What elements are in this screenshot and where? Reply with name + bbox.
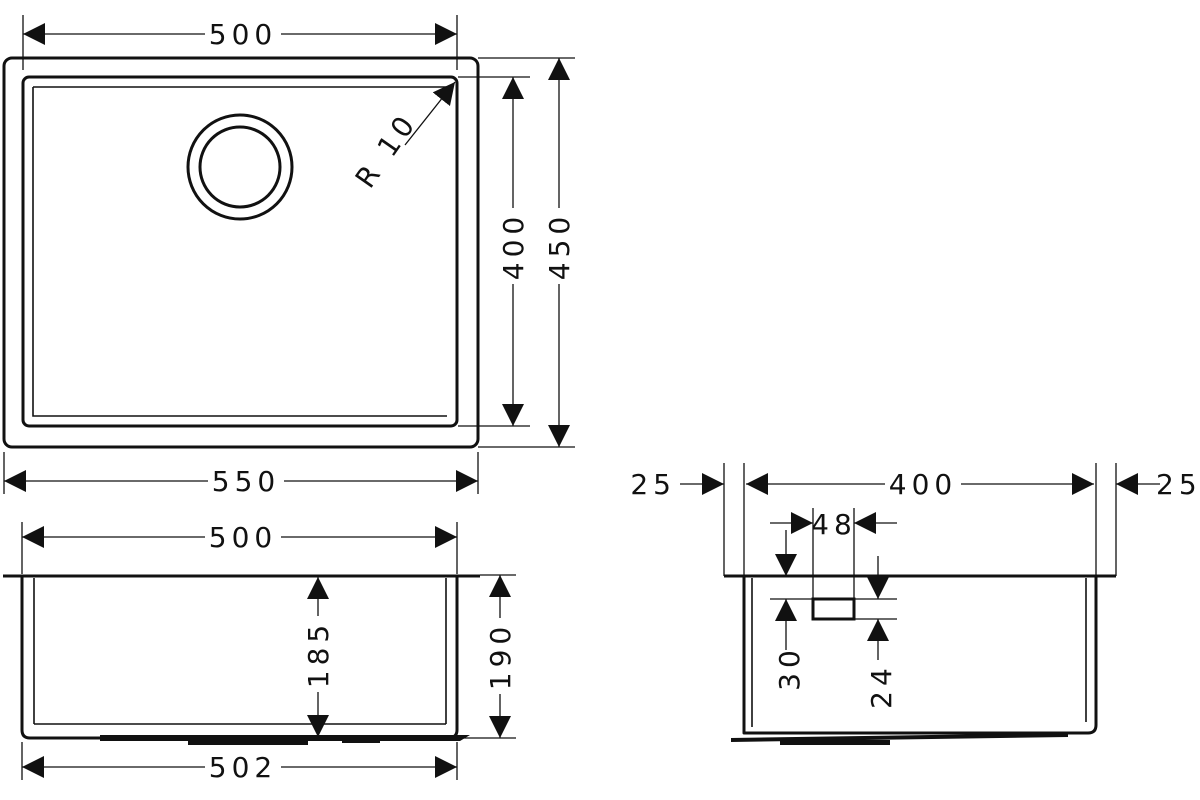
dim-label-height-outer: 190 bbox=[484, 622, 517, 690]
dim-label-width-inner: 500 bbox=[209, 18, 277, 51]
front-drain-foot bbox=[342, 739, 380, 743]
basin-inner-contour bbox=[32, 86, 447, 417]
overflow-slot-icon bbox=[811, 597, 856, 621]
side-drain-foot bbox=[780, 740, 890, 745]
side-basin-outline bbox=[742, 576, 1098, 735]
front-view: 500 502 185 190 bbox=[3, 521, 517, 784]
dim-label-depth-inner: 400 bbox=[497, 212, 530, 280]
basin-outline bbox=[21, 75, 459, 428]
dim-label-margin-left: 25 bbox=[630, 468, 676, 501]
front-basin-outline bbox=[20, 576, 459, 740]
side-base-foot bbox=[731, 733, 1068, 742]
dim-label-side-width: 400 bbox=[889, 468, 957, 501]
dim-label-margin-right: 25 bbox=[1156, 468, 1200, 501]
dim-label-overflow-offset: 30 bbox=[773, 645, 806, 691]
top-view: R 10 500 550 400 450 bbox=[2, 15, 576, 498]
side-view: 25 400 25 48 30 24 bbox=[630, 463, 1200, 745]
dim-label-width-bottom: 502 bbox=[209, 751, 277, 784]
dim-label-width-outer: 550 bbox=[212, 465, 280, 498]
drain-icon bbox=[186, 113, 294, 221]
front-drain-foot bbox=[188, 739, 308, 745]
radius-leader bbox=[404, 81, 456, 146]
sink-rim-outline bbox=[2, 56, 480, 449]
dim-label-width-top: 500 bbox=[209, 521, 277, 554]
dim-label-overflow-width: 48 bbox=[811, 508, 857, 541]
radius-label: R 10 bbox=[349, 106, 424, 194]
dim-label-height-inner: 185 bbox=[302, 620, 335, 688]
dim-label-overflow-height: 24 bbox=[865, 663, 898, 709]
dim-label-depth-outer: 450 bbox=[543, 212, 576, 280]
